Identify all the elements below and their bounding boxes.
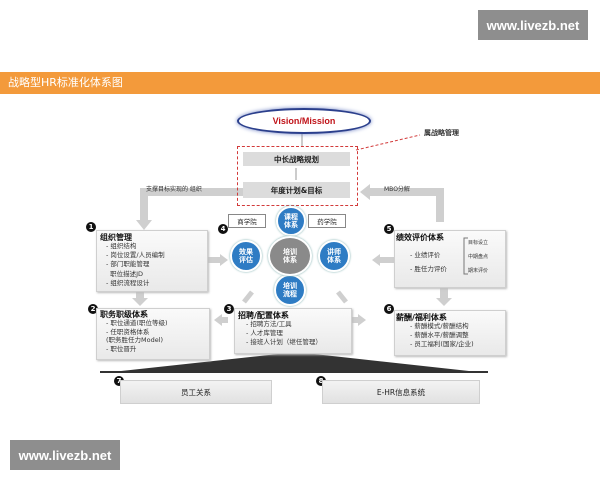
list-item: - 组织流程设计 (106, 278, 150, 287)
list-item: 期末评价 (468, 268, 489, 274)
effect-eval-circle: 效果 评估 (230, 240, 262, 272)
section-4-badge: 4 (218, 224, 228, 234)
training-system-center: 培训 体系 (268, 236, 312, 276)
section-2-badge: 2 (88, 304, 98, 314)
job-panel (96, 308, 210, 360)
watermark-bottom: www.livezb.net (10, 440, 120, 470)
training-process-circle: 培训 流程 (274, 274, 306, 306)
perf-list: - 业绩评价 - 胜任力评价 (410, 248, 447, 276)
list-item: - 组织结构 (106, 242, 137, 250)
mid-long-plan: 中长战略规划 (243, 152, 350, 166)
org-panel (96, 230, 208, 292)
recruit-list: - 招聘方法/工具 - 人才库管理 - 接班人计划（继任管理） (246, 320, 322, 348)
list-item: - 任职资格体系 (106, 327, 150, 336)
list-item: - 岗位设置/人员编制 (106, 251, 165, 260)
list-item: (职务胜任力Model) (106, 336, 164, 344)
section-8-badge: 8 (316, 376, 326, 386)
planning-box (237, 146, 358, 206)
job-list: - 职位通道(职位等级) - 任职资格体系 (职务胜任力Model) - 职位晋… (106, 319, 167, 353)
perf-side-list: 目标设立 中期盘点 期末评价 (468, 236, 488, 278)
support-label: 支撑目标实现的 组织 (146, 186, 202, 193)
org-title: 组织管理 (100, 233, 132, 242)
list-item: 职位描述JD (106, 269, 144, 278)
business-school-tag: 商学院 (228, 214, 266, 228)
mbo-label: MBO分解 (384, 186, 410, 193)
comp-panel (394, 310, 506, 356)
ehr-system-box: E-HR信息系统 (322, 380, 480, 404)
strategy-mgmt-label: 属战略管理 (424, 129, 459, 137)
list-item: - 薪酬模式/薪酬结构 (410, 322, 469, 330)
comp-title: 薪酬/福利体系 (396, 313, 447, 322)
job-title: 职务职级体系 (100, 310, 148, 319)
vision-mission: Vision/Mission (237, 108, 371, 134)
perf-bracket (463, 237, 468, 275)
list-item: - 职位晋升 (106, 344, 137, 353)
list-item: - 员工福利(国家/企业) (410, 340, 474, 349)
section-7-badge: 7 (114, 376, 124, 386)
perf-panel (394, 230, 506, 288)
list-item: 中期盘点 (468, 254, 489, 260)
watermark-top: www.livezb.net (478, 10, 588, 40)
list-item: 目标设立 (468, 240, 489, 246)
annual-plan: 年度计划&目标 (243, 182, 350, 198)
list-item: - 部门职能管理 (106, 260, 150, 269)
recruit-panel (234, 308, 352, 354)
org-list: - 组织结构 - 岗位设置/人员编制 - 部门职能管理 职位描述JD - 组织流… (106, 242, 165, 288)
trainer-system-circle: 讲师 体系 (318, 240, 350, 272)
list-item: - 薪酬水平/薪酬调整 (410, 331, 469, 340)
employee-relations-box: 员工关系 (120, 380, 272, 404)
list-item: - 职位通道(职位等级) (106, 319, 168, 327)
list-item: - 业绩评价 (410, 251, 441, 259)
comp-list: - 薪酬模式/薪酬结构 - 薪酬水平/薪酬调整 - 员工福利(国家/企业) (410, 322, 474, 350)
section-6-badge: 6 (384, 304, 394, 314)
recruit-title: 招聘/配置体系 (238, 311, 289, 320)
section-3-badge: 3 (224, 304, 234, 314)
list-item: - 人才库管理 (246, 329, 283, 338)
perf-title: 绩效评价体系 (396, 233, 444, 242)
page-title: 战略型HR标准化体系图 (0, 72, 600, 94)
list-item: - 胜任力评价 (410, 265, 447, 273)
pharmacy-school-tag: 药学院 (308, 214, 346, 228)
list-item: - 招聘方法/工具 (246, 320, 292, 328)
section-5-badge: 5 (384, 224, 394, 234)
list-item: - 接班人计划（继任管理） (246, 338, 322, 347)
course-system-circle: 课程 体系 (276, 206, 306, 236)
section-1-badge: 1 (86, 222, 96, 232)
